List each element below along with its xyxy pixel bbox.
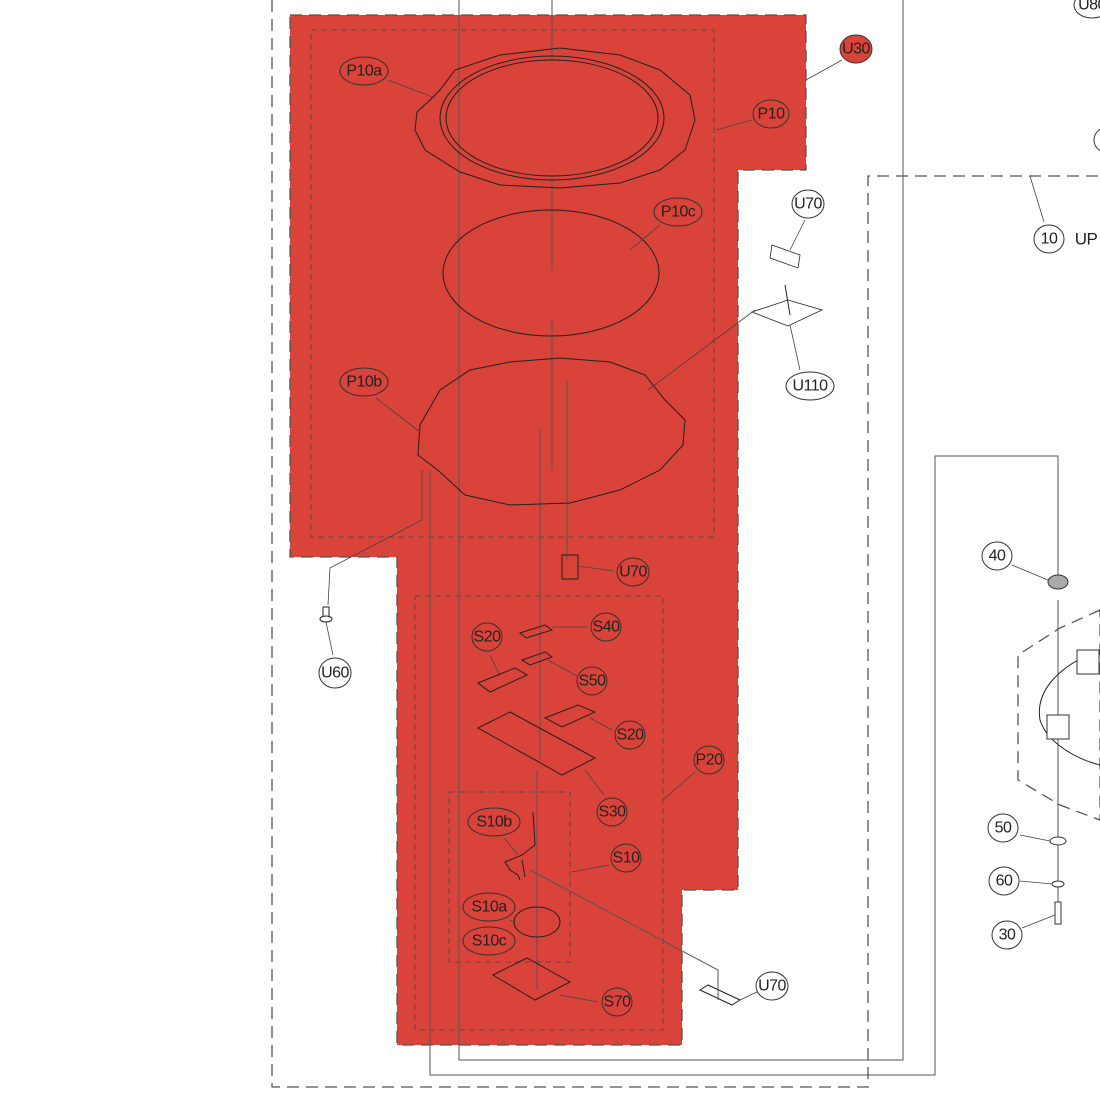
svg-text:P10c: P10c [661, 204, 696, 221]
svg-text:U60: U60 [321, 665, 349, 682]
label-s10[interactable]: S10 [610, 843, 642, 873]
s40-part [518, 624, 554, 639]
highlighted-region-border [289, 14, 807, 1046]
label-p10b[interactable]: P10b [339, 367, 389, 397]
svg-text:S10b: S10b [476, 814, 512, 831]
right-assembly-frame [1017, 609, 1100, 821]
svg-text:S50: S50 [579, 673, 607, 690]
label-s10a[interactable]: S10a [462, 892, 516, 922]
svg-text:S20: S20 [617, 727, 645, 744]
p20-group-frame [414, 595, 664, 1031]
svg-text:U30: U30 [842, 41, 870, 58]
u70-clip-part [561, 554, 579, 580]
s10b-wire-part [504, 811, 536, 881]
p10-group-frame [310, 29, 715, 538]
svg-text:S20: S20 [474, 629, 502, 646]
label-s20-left[interactable]: S20 [471, 622, 503, 652]
label-partial [1093, 128, 1100, 152]
label-10[interactable]: 10 [1033, 224, 1065, 254]
svg-text:60: 60 [996, 873, 1013, 890]
label-p20[interactable]: P20 [693, 745, 725, 775]
label-u60[interactable]: U60 [318, 657, 352, 689]
label-s20-right[interactable]: S20 [614, 720, 646, 750]
s30-plate-part [476, 711, 597, 776]
svg-text:30: 30 [999, 927, 1016, 944]
u60-screw-part [319, 606, 333, 623]
outer-dashed-frame [271, 0, 1100, 1088]
connector-line [529, 869, 719, 1000]
connector-line [458, 0, 904, 1061]
label-s70[interactable]: S70 [601, 987, 633, 1017]
svg-text:U70: U70 [758, 978, 786, 995]
svg-text:P10: P10 [758, 106, 786, 123]
svg-text:U70: U70 [794, 196, 822, 213]
p10b-bottom-ring-part [417, 357, 686, 506]
label-p10c[interactable]: P10c [653, 197, 703, 227]
label-u70-mid[interactable]: U70 [616, 557, 650, 587]
s20-left-part [476, 667, 529, 693]
s50-part [520, 651, 554, 666]
label-u70-bottom[interactable]: U70 [755, 971, 789, 1001]
label-u30[interactable]: U30 [839, 34, 873, 64]
s20-right-part [543, 704, 597, 728]
svg-text:10: 10 [1041, 231, 1058, 248]
s70-pad-part [491, 957, 572, 1001]
svg-text:S10a: S10a [471, 899, 507, 916]
svg-text:S10: S10 [613, 850, 641, 867]
label-u80[interactable]: U80 [1073, 0, 1100, 19]
u70-tape-part [698, 984, 742, 1006]
label-50[interactable]: 50 [987, 813, 1019, 843]
svg-text:S70: S70 [604, 994, 632, 1011]
svg-text:U70: U70 [619, 564, 647, 581]
svg-text:P20: P20 [696, 752, 724, 769]
svg-text:P10b: P10b [346, 374, 382, 391]
p10c-film-part [442, 209, 660, 337]
up-direction-text: UP [1075, 230, 1098, 249]
leader-lines [325, 59, 1056, 1003]
p10a-drum-head-part [414, 47, 696, 189]
label-30[interactable]: 30 [991, 920, 1023, 950]
s10-group-frame [448, 791, 571, 963]
svg-text:U110: U110 [792, 378, 828, 395]
label-s10c[interactable]: S10c [462, 926, 516, 956]
svg-text:S10c: S10c [472, 933, 507, 950]
label-u70-top[interactable]: U70 [791, 189, 825, 219]
label-s10b[interactable]: S10b [467, 807, 521, 837]
svg-text:P10a: P10a [346, 63, 382, 80]
label-s50[interactable]: S50 [576, 666, 608, 696]
label-u110[interactable]: U110 [785, 371, 835, 401]
label-s30[interactable]: S30 [596, 797, 628, 827]
svg-text:40: 40 [989, 548, 1006, 565]
connector-line [429, 455, 1059, 1076]
u110-bracket-part [750, 244, 824, 327]
svg-text:S30: S30 [599, 804, 627, 821]
svg-text:50: 50 [995, 820, 1012, 837]
label-p10a[interactable]: P10a [339, 56, 389, 86]
svg-text:U80: U80 [1078, 0, 1100, 14]
label-p10[interactable]: P10 [752, 99, 790, 129]
svg-text:S40: S40 [593, 619, 621, 636]
label-60[interactable]: 60 [988, 866, 1020, 896]
right-assembly-part [1038, 574, 1100, 925]
label-40[interactable]: 40 [981, 541, 1013, 571]
label-s40[interactable]: S40 [590, 612, 622, 642]
